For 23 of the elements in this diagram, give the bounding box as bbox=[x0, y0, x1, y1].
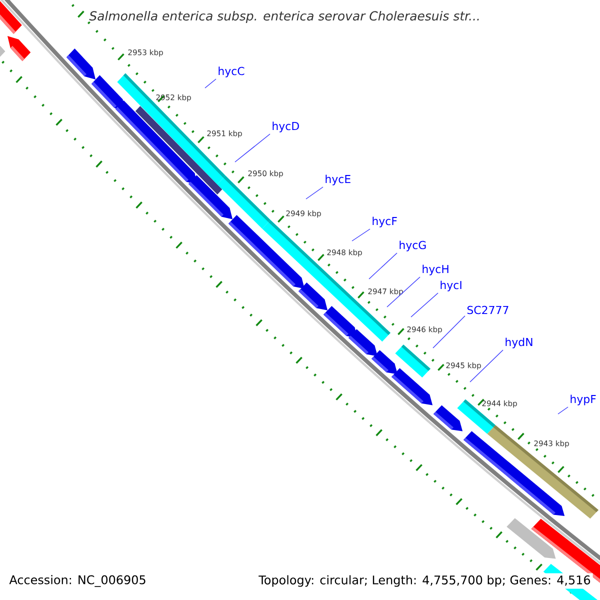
leader-line bbox=[386, 276, 420, 308]
leader-line bbox=[432, 315, 466, 348]
leader-line bbox=[558, 406, 568, 414]
gene-label: hycH bbox=[422, 264, 448, 276]
title: Salmonella enterica subsp. enterica serovar Choleraesuis str... bbox=[89, 10, 479, 24]
gene-label: hycI bbox=[440, 280, 462, 292]
leader-line bbox=[234, 134, 270, 162]
footer-text: Accession: NC_006905 bbox=[9, 575, 146, 587]
gene-label: hydN bbox=[506, 338, 532, 348]
leader-line bbox=[306, 186, 324, 200]
gene-label: hycC bbox=[218, 66, 244, 78]
gene-label: hycG bbox=[400, 240, 426, 252]
leader-line bbox=[470, 350, 504, 382]
leader-line bbox=[368, 252, 398, 280]
gene-label: hycD bbox=[272, 122, 299, 132]
gene-label: SC2777 bbox=[467, 306, 508, 314]
leader-line bbox=[410, 292, 438, 318]
gene-label: hycF bbox=[372, 216, 397, 228]
gene-label: hypF bbox=[570, 394, 596, 406]
footer-text: Topology: circular; Length: 4,755,700 bp; Genes: 4,516 bbox=[256, 573, 593, 589]
gene-label: hycE bbox=[326, 174, 350, 186]
leader-line bbox=[352, 228, 370, 242]
leader-line bbox=[204, 78, 216, 88]
